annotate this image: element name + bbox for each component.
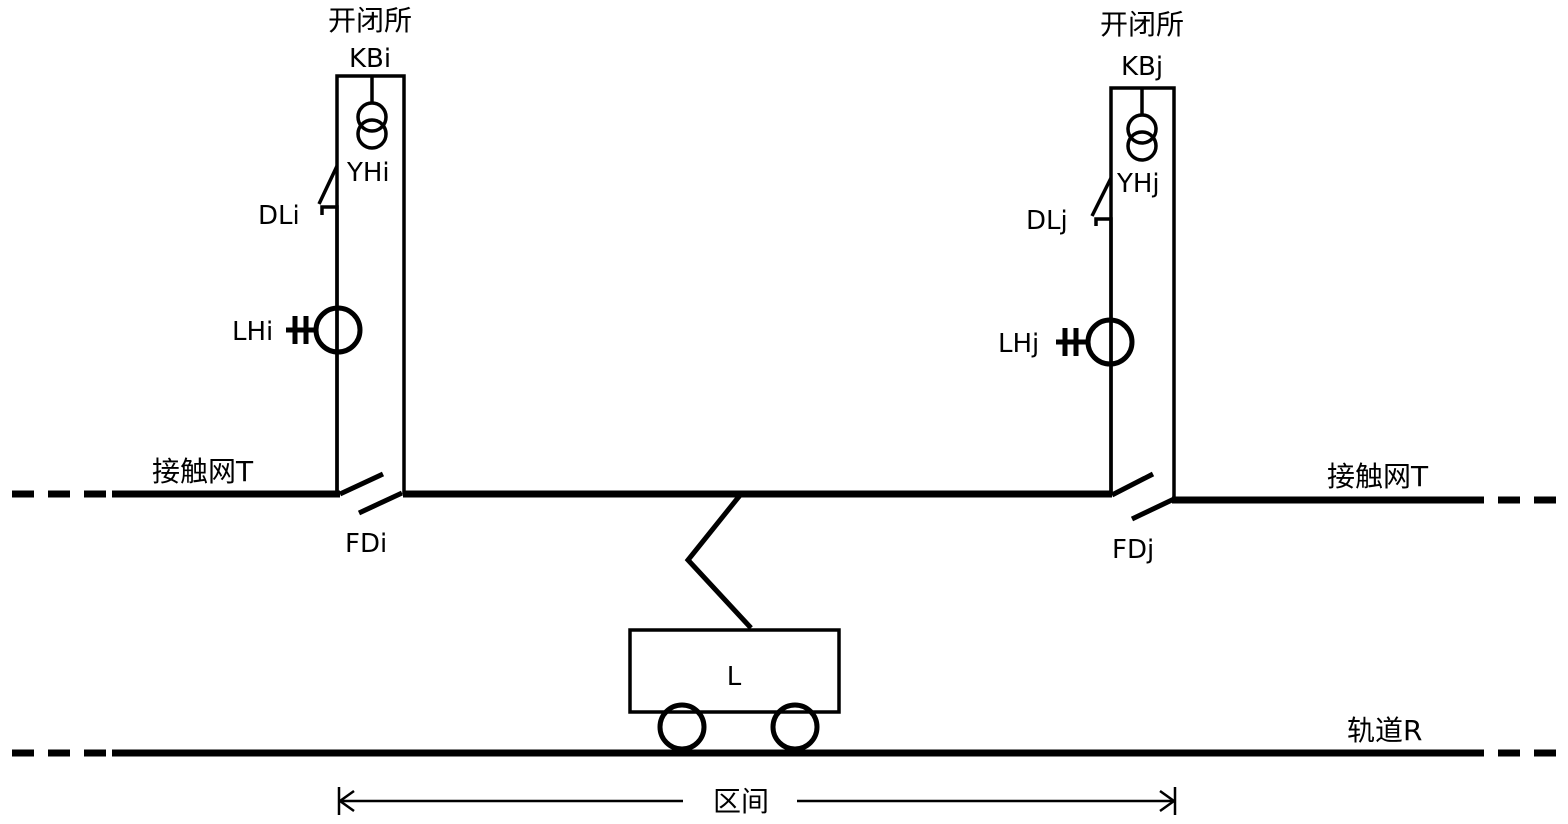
- locomotive-label: L: [727, 662, 742, 692]
- section-span-label: 区间: [713, 785, 769, 818]
- section-span: 区间: [339, 785, 1175, 818]
- section-i-upper: [340, 474, 383, 494]
- section-i-lower: [359, 493, 402, 513]
- catenary-left-label: 接触网T: [152, 455, 254, 488]
- ct-j-label: LHj: [998, 329, 1039, 359]
- substation-i: 开闭所 KBi YHi DLi LHi FDi: [232, 4, 412, 559]
- section-j-upper: [1112, 474, 1153, 495]
- breaker-j-contact: [1096, 219, 1111, 494]
- substation-j-title: 开闭所: [1100, 8, 1184, 41]
- vt-j-label: YHj: [1116, 169, 1160, 199]
- vt-i-lower-coil: [358, 120, 386, 148]
- catenary-line: [12, 494, 1560, 500]
- ct-i-label: LHi: [232, 317, 273, 347]
- breaker-j-blade: [1092, 178, 1111, 216]
- catenary-right-label: 接触网T: [1327, 460, 1429, 493]
- breaker-i-label: DLi: [258, 201, 300, 231]
- section-j-lower: [1132, 499, 1174, 519]
- vt-i-upper-coil: [358, 103, 386, 131]
- vt-j-upper-coil: [1128, 115, 1156, 143]
- substation-j-box: [1111, 88, 1174, 500]
- substation-j-name: KBj: [1121, 52, 1163, 82]
- rail-label: 轨道R: [1347, 714, 1422, 747]
- vt-j-lower-coil: [1128, 132, 1156, 160]
- substation-j: 开闭所 KBj YHj DLj LHj FDj: [998, 8, 1184, 565]
- section-j-label: FDj: [1112, 535, 1154, 565]
- section-i-label: FDi: [345, 529, 387, 559]
- pantograph: [688, 494, 751, 628]
- vt-i-label: YHi: [346, 158, 390, 188]
- substation-i-title: 开闭所: [328, 4, 412, 37]
- locomotive: L: [630, 494, 839, 749]
- breaker-j-label: DLj: [1026, 206, 1068, 236]
- substation-i-name: KBi: [349, 44, 391, 74]
- substation-i-box: [337, 76, 404, 494]
- breaker-i-blade: [319, 166, 337, 204]
